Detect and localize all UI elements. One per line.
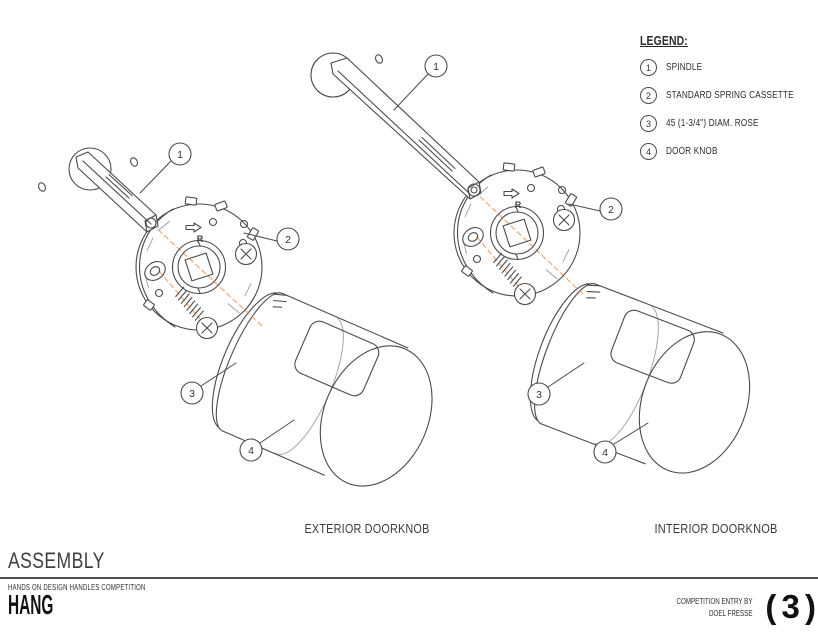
- legend-item-spindle: 1 SPINDLE: [640, 59, 818, 76]
- svg-text:3: 3: [189, 388, 195, 400]
- legend-number-4: 4: [640, 143, 657, 160]
- callouts-interior: 1 2 3 4: [393, 54, 649, 464]
- interior-doorknob-label: INTERIOR DOORKNOB: [655, 521, 778, 536]
- svg-text:2: 2: [608, 204, 614, 216]
- assembly-drawing: R: [38, 52, 778, 536]
- entry-credit: COMPETITION ENTRY BY DOEL FRESSE: [655, 596, 752, 620]
- callout-exterior-3: [180, 381, 204, 405]
- legend-label-rose: 45 (1-3/4") DIAM. ROSE: [666, 118, 759, 129]
- title-block-divider: [0, 577, 818, 579]
- svg-text:4: 4: [602, 447, 608, 459]
- callout-interior-1: [424, 54, 448, 78]
- exterior-doorknob-label: EXTERIOR DOORKNOB: [305, 521, 430, 536]
- callouts-exterior: 1 2 3 4: [139, 142, 300, 462]
- entry-credit-line1: COMPETITION ENTRY BY: [675, 597, 752, 606]
- callout-interior-4: [593, 440, 617, 464]
- svg-text:3: 3: [536, 389, 542, 401]
- callout-interior-2: [599, 197, 623, 221]
- callout-exterior-2: [276, 227, 300, 251]
- legend-number-1: 1: [640, 59, 657, 76]
- callout-interior-3: [527, 382, 551, 406]
- spindle-exterior-drawing: [38, 147, 159, 233]
- doorknob-exterior-drawing: [195, 281, 455, 507]
- legend-number-2: 2: [640, 87, 657, 104]
- legend-number-3: 3: [640, 115, 657, 132]
- competition-name: HANDS ON DESIGN HANDLES COMPETITION: [8, 583, 146, 592]
- svg-text:4: 4: [248, 445, 254, 457]
- svg-text:2: 2: [285, 234, 291, 246]
- callout-exterior-1: [168, 142, 192, 166]
- legend-label-spindle: SPINDLE: [666, 62, 703, 73]
- legend-title: LEGEND:: [640, 33, 688, 48]
- legend-item-door-knob: 4 DOOR KNOB: [640, 143, 818, 160]
- sheet-number: ( 3 ): [765, 588, 816, 625]
- legend: LEGEND: 1 SPINDLE 2 STANDARD SPRING CASS…: [640, 32, 818, 172]
- callout-exterior-4: [239, 438, 263, 462]
- section-title: ASSEMBLY: [8, 548, 105, 573]
- legend-label-door-knob: DOOR KNOB: [666, 146, 718, 157]
- svg-text:1: 1: [433, 61, 439, 73]
- doorknob-interior-drawing: [514, 273, 771, 492]
- spindle-interior-drawing: [310, 52, 482, 200]
- legend-item-rose: 3 45 (1-3/4") DIAM. ROSE: [640, 115, 818, 132]
- svg-text:1: 1: [177, 149, 183, 161]
- legend-label-spring-cassette: STANDARD SPRING CASSETTE: [666, 90, 794, 101]
- project-name: HANG: [8, 589, 54, 620]
- legend-item-spring-cassette: 2 STANDARD SPRING CASSETTE: [640, 87, 818, 104]
- entry-credit-line2: DOEL FRESSE: [708, 609, 752, 618]
